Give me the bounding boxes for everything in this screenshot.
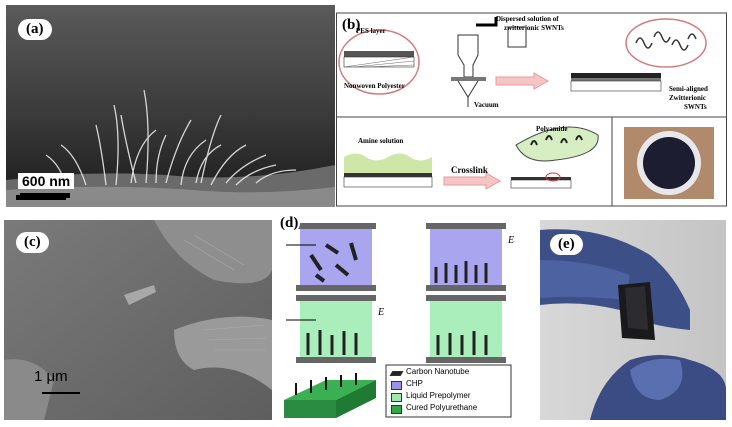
schematic-b xyxy=(336,12,727,207)
field-label-d2: E xyxy=(378,307,385,318)
semi-text-2: Zwitterionic xyxy=(669,94,706,102)
vacuum-text: Vacuum xyxy=(474,101,499,109)
schematic-d xyxy=(284,223,512,418)
scale-bar-a xyxy=(20,193,70,198)
panel-label-c: (c) xyxy=(16,232,49,253)
panel-label-e: (e) xyxy=(550,234,583,255)
panel-label-d: (d) xyxy=(278,215,301,232)
legend-row-liquid: Liquid Prepolymer xyxy=(388,391,508,402)
legend-swatch xyxy=(391,405,402,414)
polyamide-text: Polyamide xyxy=(536,125,568,133)
legend-d: Carbon Nanotube CHP Liquid Prepolymer Cu… xyxy=(388,367,510,415)
panel-b-schematic: (b) PES layer Nonwoven Polyester Dispers… xyxy=(336,5,727,207)
field-label-d1: E xyxy=(508,235,515,246)
scale-bar-label-a: 600 nm xyxy=(18,173,75,189)
dispersed-text-2: zwitterionic SWNTs xyxy=(504,24,564,32)
panel-label-a: (a) xyxy=(18,19,52,40)
sem-image-c xyxy=(4,220,272,420)
legend-row-cnt: Carbon Nanotube xyxy=(388,367,508,378)
legend-text: CHP xyxy=(406,379,423,388)
scale-bar-label-c: 1 μm xyxy=(34,368,68,385)
panel-a-sem-image: (a) 600 nm xyxy=(6,5,335,207)
legend-text: Liquid Prepolymer xyxy=(406,391,471,400)
semi-text-3: SWNTs xyxy=(684,103,707,111)
panel-label-b: (b) xyxy=(338,17,365,34)
legend-text: Carbon Nanotube xyxy=(406,367,470,376)
panel-c-sem-image: (c) 1 μm xyxy=(4,220,272,420)
pes-layer-text: PES layer xyxy=(356,27,386,35)
legend-swatch xyxy=(391,393,402,402)
dispersed-text-1: Dispersed solution of xyxy=(496,15,559,23)
photo-e xyxy=(540,220,726,420)
legend-text: Cured Polyurethane xyxy=(406,403,478,412)
amine-text: Amine solution xyxy=(358,137,404,145)
panel-e-photo: (e) xyxy=(540,220,726,420)
legend-swatch xyxy=(391,381,402,390)
crosslink-text: Crosslink xyxy=(451,165,488,175)
semi-text-1: Semi-aligned xyxy=(669,85,708,93)
legend-row-cured: Cured Polyurethane xyxy=(388,403,508,414)
panel-d-schematic: (d) E E Carbon Nanotube CHP Liquid Prepo… xyxy=(276,215,532,421)
nonwoven-text: Nonwoven Polyester xyxy=(344,82,405,90)
legend-row-chp: CHP xyxy=(388,379,508,390)
legend-swatch xyxy=(389,371,404,376)
scale-bar-c xyxy=(42,392,80,394)
